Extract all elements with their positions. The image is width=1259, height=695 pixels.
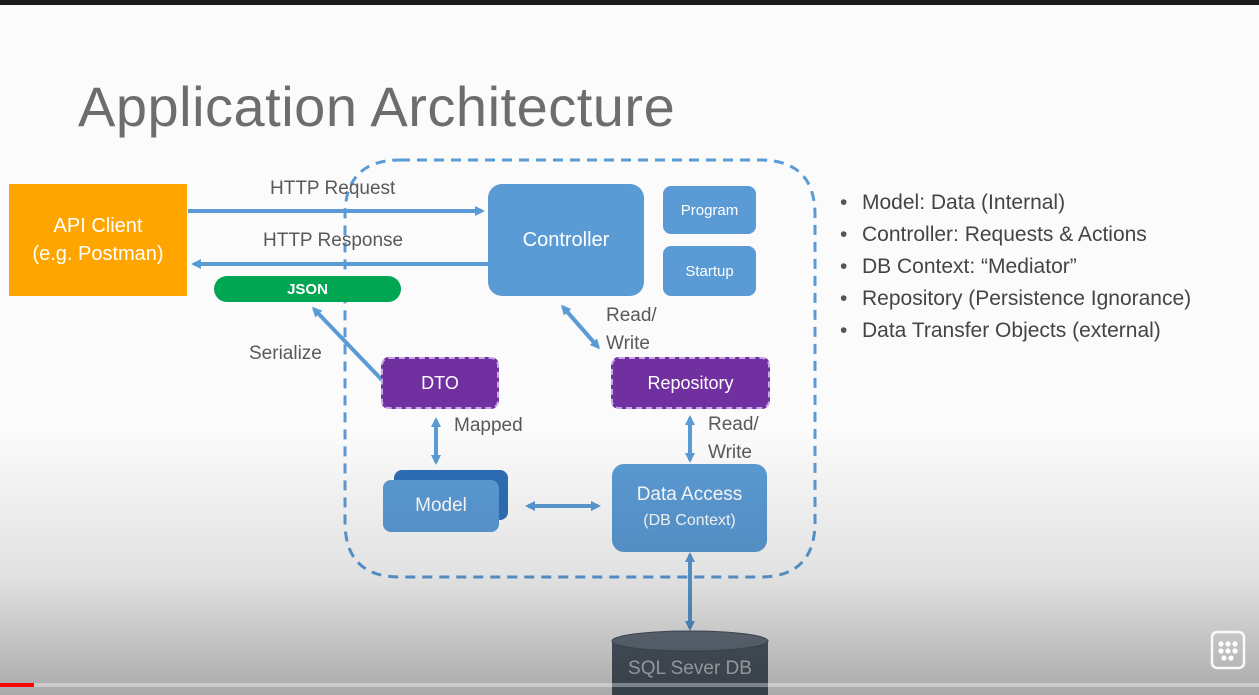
startup-label: Startup [685, 262, 734, 280]
database-cylinder [611, 630, 769, 695]
read-write-2-line1: Read/ [708, 414, 759, 435]
slide-title: Application Architecture [78, 75, 676, 138]
program-box: Program [663, 186, 756, 234]
json-label: JSON [287, 280, 328, 298]
serialize-label: Serialize [249, 343, 322, 364]
bullet-item: •Controller: Requests & Actions [840, 223, 1147, 246]
read-write-1-line2: Write [606, 333, 650, 354]
api-client-sublabel: (e.g. Postman) [32, 243, 164, 265]
http-request-label: HTTP Request [270, 178, 396, 199]
data-access-label: Data Access [636, 484, 743, 505]
top-bar [0, 0, 1259, 5]
api-client-label: API Client [53, 215, 143, 237]
controller-repository-arrow [561, 304, 600, 350]
video-progress-track[interactable] [0, 683, 1259, 687]
model-label: Model [415, 495, 467, 516]
application-boundary [343, 158, 817, 579]
serialize-arrow [311, 306, 384, 382]
read-write-2-line2: Write [708, 442, 752, 463]
mapped-label: Mapped [454, 415, 523, 436]
read-write-1-line1: Read/ [606, 305, 657, 326]
read-write-label-1: Read/ Write [606, 302, 657, 358]
data-access-box: Data Access (DB Context) [612, 464, 767, 552]
bullet-list: •Model: Data (Internal) •Controller: Req… [840, 187, 1191, 347]
model-box: Model [383, 480, 499, 532]
database-label: SQL Sever DB [628, 658, 752, 679]
startup-box: Startup [663, 246, 756, 296]
slide-background [0, 5, 1259, 695]
video-progress-fill[interactable] [0, 683, 34, 687]
bullet-item: •Data Transfer Objects (external) [840, 319, 1161, 342]
data-access-sublabel: (DB Context) [643, 512, 736, 529]
bullet-item: •Model: Data (Internal) [840, 191, 1066, 214]
controller-box: Controller [488, 184, 644, 296]
repository-box: Repository [611, 357, 770, 409]
bullet-item: •Repository (Persistence Ignorance) [840, 287, 1192, 310]
dto-box: DTO [381, 357, 499, 409]
controller-label: Controller [522, 228, 610, 251]
repository-label: Repository [647, 372, 734, 393]
api-client-box: API Client (e.g. Postman) [9, 184, 187, 296]
bullet-item: •DB Context: “Mediator” [840, 255, 1077, 278]
read-write-label-2: Read/ Write [708, 411, 759, 467]
dto-label: DTO [421, 372, 459, 393]
program-label: Program [680, 201, 739, 219]
http-response-label: HTTP Response [263, 230, 404, 251]
channel-watermark-icon[interactable] [1208, 630, 1246, 670]
json-pill: JSON [214, 276, 401, 302]
